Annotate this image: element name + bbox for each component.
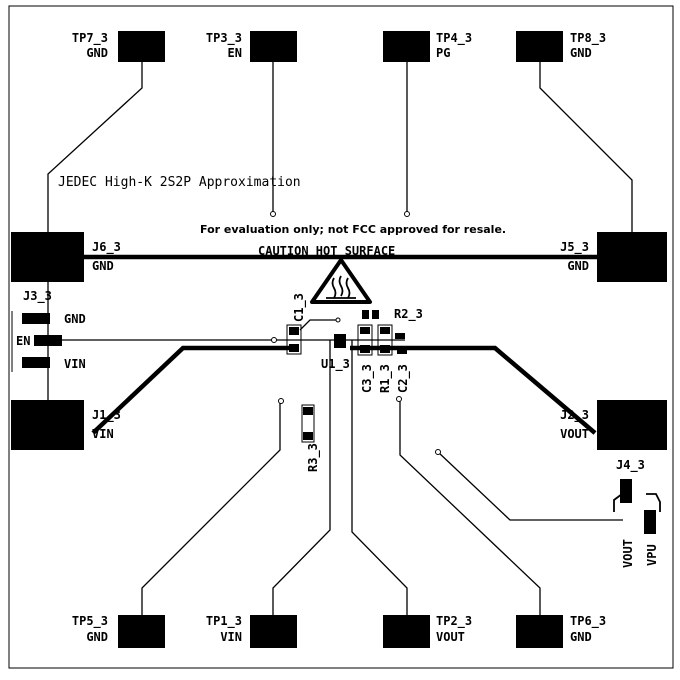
j3-gnd: GND [64,312,86,326]
tp6-ref: TP6_3 [570,614,606,629]
tp6-net: GND [570,630,592,644]
tp8-ref: TP8_3 [570,31,606,46]
tp8-net: GND [570,46,592,60]
tp5-ref: TP5_3 [72,614,108,629]
c2-ref: C2_3 [396,364,411,393]
j3-ref: J3_3 [23,289,52,304]
j5-pad[interactable] [597,232,667,282]
tp5-pad[interactable] [118,615,165,648]
tp7-ref: TP7_3 [72,31,108,46]
tp3-net: EN [228,46,242,60]
j3-en: EN [16,334,30,348]
j1-pad[interactable] [11,400,84,450]
u1-ref: U1_3 [321,357,350,372]
j6-pad[interactable] [11,232,84,282]
vias [270,211,441,455]
tp1-net: VIN [220,630,242,644]
tp3-pad[interactable] [250,31,297,62]
j1-net: VIN [92,427,114,441]
tp3-ref: TP3_3 [206,31,242,46]
c1-ref: C1_3 [292,293,307,322]
signal-traces [47,62,633,615]
tp4-pad[interactable] [383,31,430,62]
component-outlines [286,324,393,443]
j2-ref: J2_3 [560,408,589,423]
tp2-pad[interactable] [383,615,430,648]
r2-ref: R2_3 [394,307,423,322]
j6-ref: J6_3 [92,240,121,255]
tp6-pad[interactable] [516,615,563,648]
hot-surface-icon [310,258,372,304]
tp5-net: GND [86,630,108,644]
j4-vout: VOUT [621,539,635,568]
board-outline [8,5,674,669]
j4-ref: J4_3 [616,458,645,473]
component-pads [289,310,407,440]
j1-ref: J1_3 [92,408,121,423]
tp8-pad[interactable] [516,31,563,62]
caution-text: CAUTION HOT SURFACE [258,244,395,258]
r3-ref: R3_3 [306,443,321,472]
jedec-title: JEDEC High-K 2S2P Approximation [58,175,301,190]
j4-vpu: VPU [645,544,659,566]
j3-header[interactable] [11,311,62,372]
j6-net: GND [92,259,114,273]
tp7-pad[interactable] [118,31,165,62]
j4-jumper[interactable] [613,479,661,534]
j5-net: GND [567,259,589,273]
fcc-note: For evaluation only; not FCC approved fo… [200,223,506,236]
tp1-ref: TP1_3 [206,614,242,629]
tp4-net: PG [436,46,450,60]
tp2-ref: TP2_3 [436,614,472,629]
c3-ref: C3_3 [360,364,375,393]
j3-vin: VIN [64,357,86,371]
j2-pad[interactable] [597,400,667,450]
j2-net: VOUT [560,427,589,441]
tp7-net: GND [86,46,108,60]
tp1-pad[interactable] [250,615,297,648]
j5-ref: J5_3 [560,240,589,255]
tp2-net: VOUT [436,630,465,644]
tp4-ref: TP4_3 [436,31,472,46]
r1-ref: R1_3 [378,364,393,393]
